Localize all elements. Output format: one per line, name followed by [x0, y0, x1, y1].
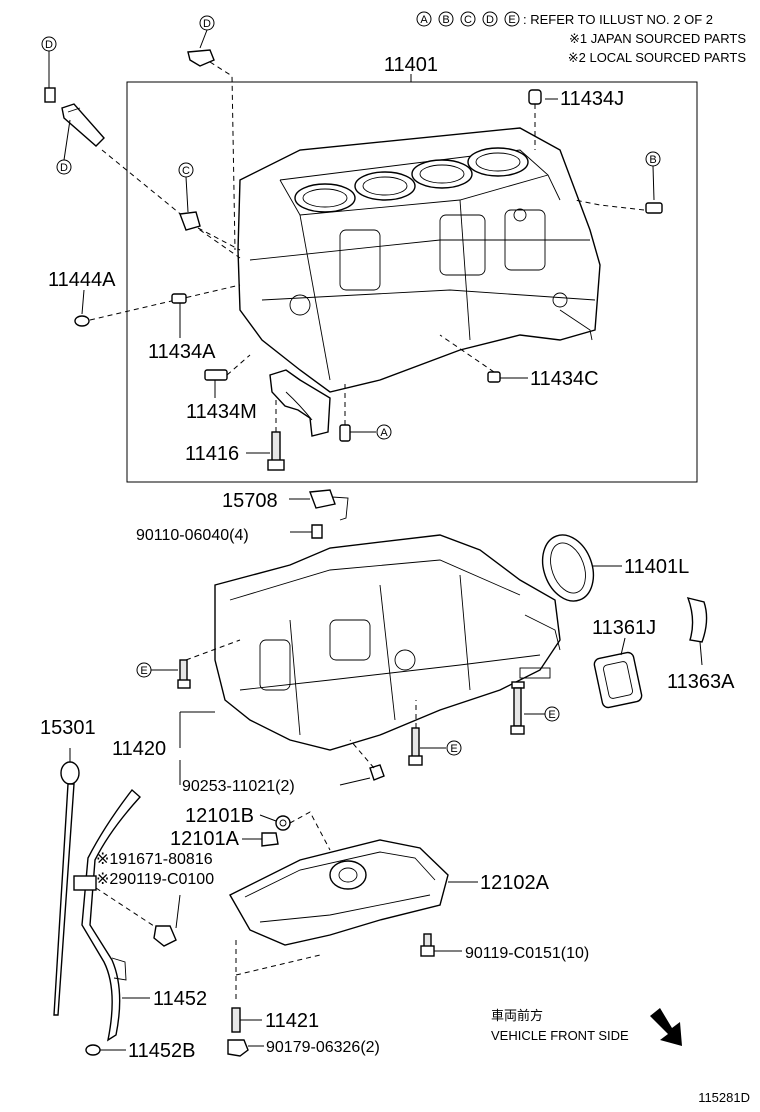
svg-text:E: E: [140, 665, 147, 677]
block-assembly-frame: [126, 81, 698, 483]
part-90253: [179, 739, 385, 786]
part-11434j: [528, 89, 558, 150]
callout-c: C: [178, 162, 241, 251]
part-15301-dipstick: [53, 748, 80, 1016]
part-11434m: [204, 354, 251, 398]
part-12101b: [259, 811, 331, 851]
label-11361j[interactable]: 11361J: [592, 617, 656, 639]
part-11421-stud: [231, 940, 321, 1033]
bearing-cap: [269, 369, 331, 437]
callout-e-middle: E: [408, 700, 462, 766]
svg-text:B: B: [649, 154, 656, 166]
part-11361j: [593, 637, 643, 709]
label-191671-80816[interactable]: ※191671-80816: [96, 851, 213, 868]
bolt-290119: [95, 887, 181, 947]
label-11401[interactable]: 11401: [384, 54, 438, 76]
label-11420[interactable]: 11420: [112, 738, 166, 760]
label-12101a[interactable]: 12101A: [170, 828, 240, 850]
cylinder-block: [237, 127, 601, 393]
callout-e-right: E: [510, 681, 560, 735]
label-15708[interactable]: 15708: [222, 490, 278, 512]
svg-text:A: A: [380, 427, 388, 439]
legend-circle-d: D: [482, 11, 498, 27]
svg-text:C: C: [464, 14, 472, 26]
part-11401l: [541, 534, 622, 602]
callout-d-top: D: [187, 15, 236, 251]
label-11434j[interactable]: 11434J: [560, 88, 624, 110]
svg-text:B: B: [442, 14, 449, 26]
svg-text:A: A: [420, 14, 428, 26]
header-legend: A B C D E : REFER TO ILLUST NO. 2 OF 2 ※…: [416, 11, 747, 65]
callout-e-left: E: [136, 639, 241, 689]
svg-text:D: D: [60, 162, 68, 174]
legend-circle-a: A: [416, 11, 432, 27]
part-11434a: [171, 293, 187, 338]
legend-circle-b: B: [438, 11, 454, 27]
svg-text:E: E: [508, 14, 515, 26]
part-11452-guide: [73, 788, 150, 1042]
part-15708: [289, 489, 349, 521]
label-11416[interactable]: 11416: [185, 443, 239, 465]
label-11434a[interactable]: 11434A: [148, 341, 216, 363]
part-11416: [246, 400, 285, 471]
part-12102a-oil-pan: [229, 839, 478, 946]
label-90110-06040[interactable]: 90110-06040(4): [136, 527, 249, 544]
label-90119-c0151[interactable]: 90119-C0151(10): [465, 945, 589, 962]
label-11421[interactable]: 11421: [265, 1010, 319, 1032]
vehicle-front-jp: 車両前方: [491, 1008, 543, 1023]
svg-text:E: E: [548, 709, 555, 721]
callout-a: A: [339, 380, 392, 442]
illustration-number: 115281D: [698, 1090, 750, 1105]
svg-text:C: C: [182, 165, 190, 177]
label-11452b[interactable]: 11452B: [128, 1040, 195, 1062]
label-11434c[interactable]: 11434C: [530, 368, 599, 390]
callout-b: B: [574, 151, 663, 214]
front-arrow-icon: [650, 1008, 682, 1046]
label-90179-06326[interactable]: 90179-06326(2): [266, 1039, 380, 1056]
legend-circle-e: E: [504, 11, 520, 27]
bolt-90110: [290, 524, 323, 539]
label-11434m[interactable]: 11434M: [186, 401, 257, 423]
part-11434c: [439, 334, 528, 383]
legend-circle-c: C: [460, 11, 476, 27]
part-11363a: [686, 597, 708, 666]
label-12102a[interactable]: 12102A: [480, 872, 550, 894]
note-local-sourced: ※2 LOCAL SOURCED PARTS: [568, 50, 747, 65]
vehicle-front-en: VEHICLE FRONT SIDE: [491, 1028, 629, 1043]
label-15301[interactable]: 15301: [40, 717, 96, 739]
label-11444a[interactable]: 11444A: [48, 269, 116, 291]
callout-d-left: D D: [41, 36, 241, 259]
part-11452b: [85, 1044, 126, 1056]
label-11363a[interactable]: 11363A: [667, 671, 735, 693]
part-90179-nut: [227, 1039, 264, 1057]
svg-text:D: D: [486, 14, 494, 26]
label-90253-11021[interactable]: 90253-11021(2): [182, 778, 295, 795]
svg-text:D: D: [45, 39, 53, 51]
part-11444a: [74, 284, 241, 327]
part-12101a: [242, 832, 279, 847]
refer-text: : REFER TO ILLUST NO. 2 OF 2: [523, 12, 713, 27]
svg-text:E: E: [450, 743, 457, 755]
label-11401l[interactable]: 11401L: [624, 556, 689, 578]
note-japan-sourced: ※1 JAPAN SOURCED PARTS: [569, 31, 746, 46]
bolt-90119-c0151: [420, 933, 462, 957]
label-12101b[interactable]: 12101B: [185, 805, 254, 827]
lower-crankcase: [214, 534, 561, 751]
label-11452[interactable]: 11452: [153, 988, 207, 1010]
label-290119-c0100[interactable]: ※290119-C0100: [96, 871, 214, 888]
svg-text:D: D: [203, 18, 211, 30]
